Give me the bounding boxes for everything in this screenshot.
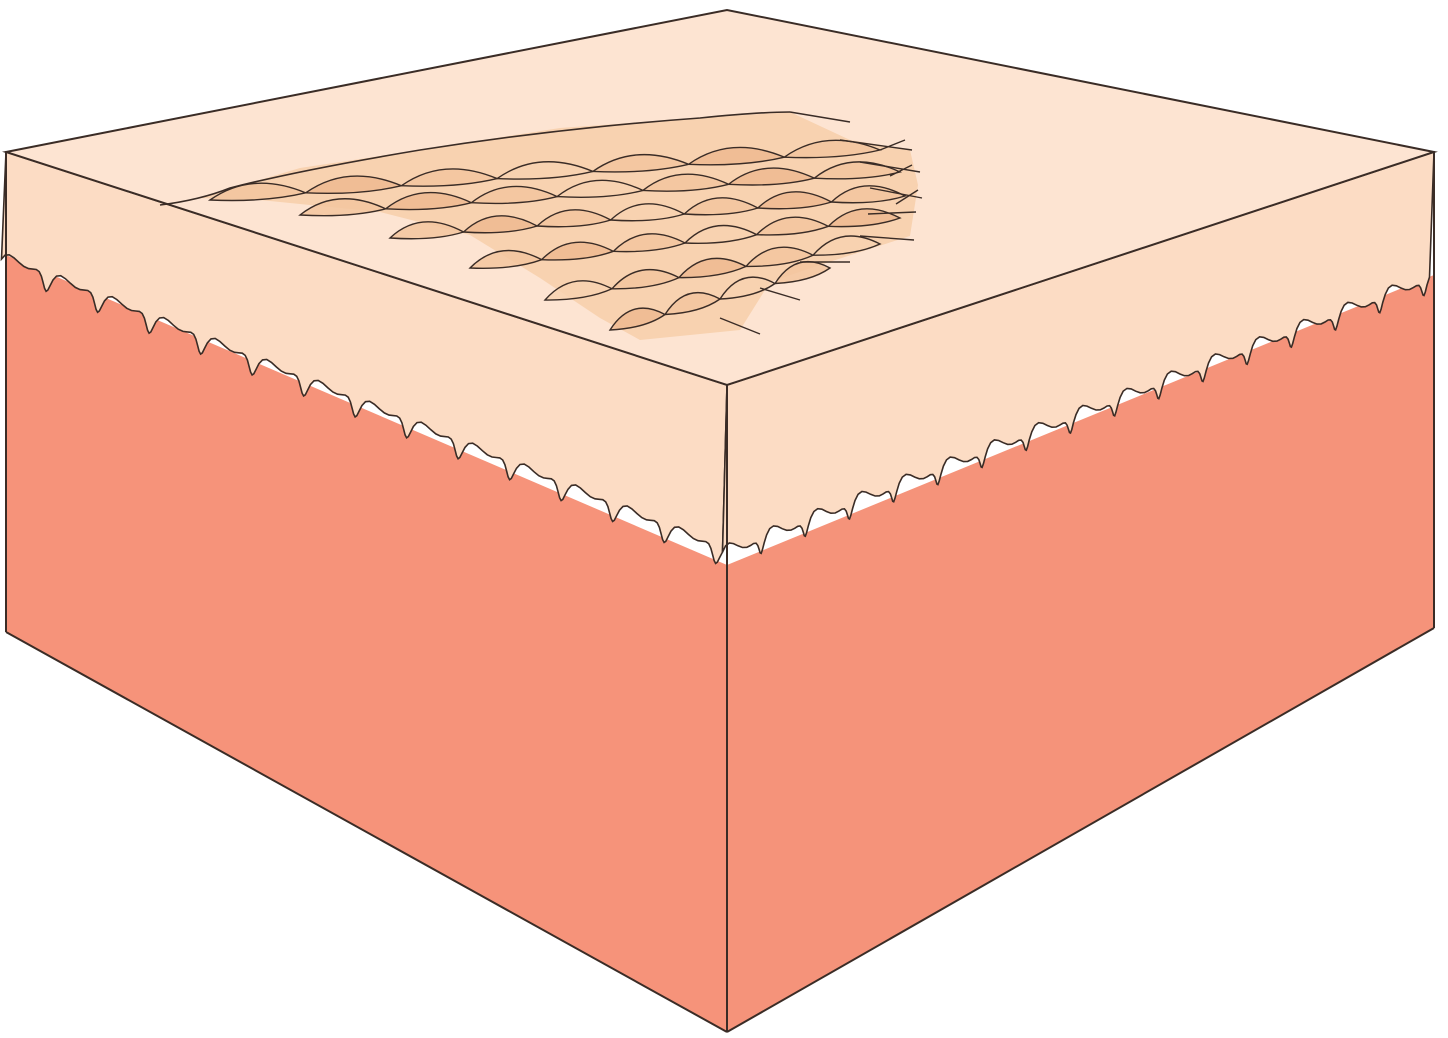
skin-block-diagram <box>0 0 1448 1038</box>
diagram-canvas <box>0 0 1448 1038</box>
